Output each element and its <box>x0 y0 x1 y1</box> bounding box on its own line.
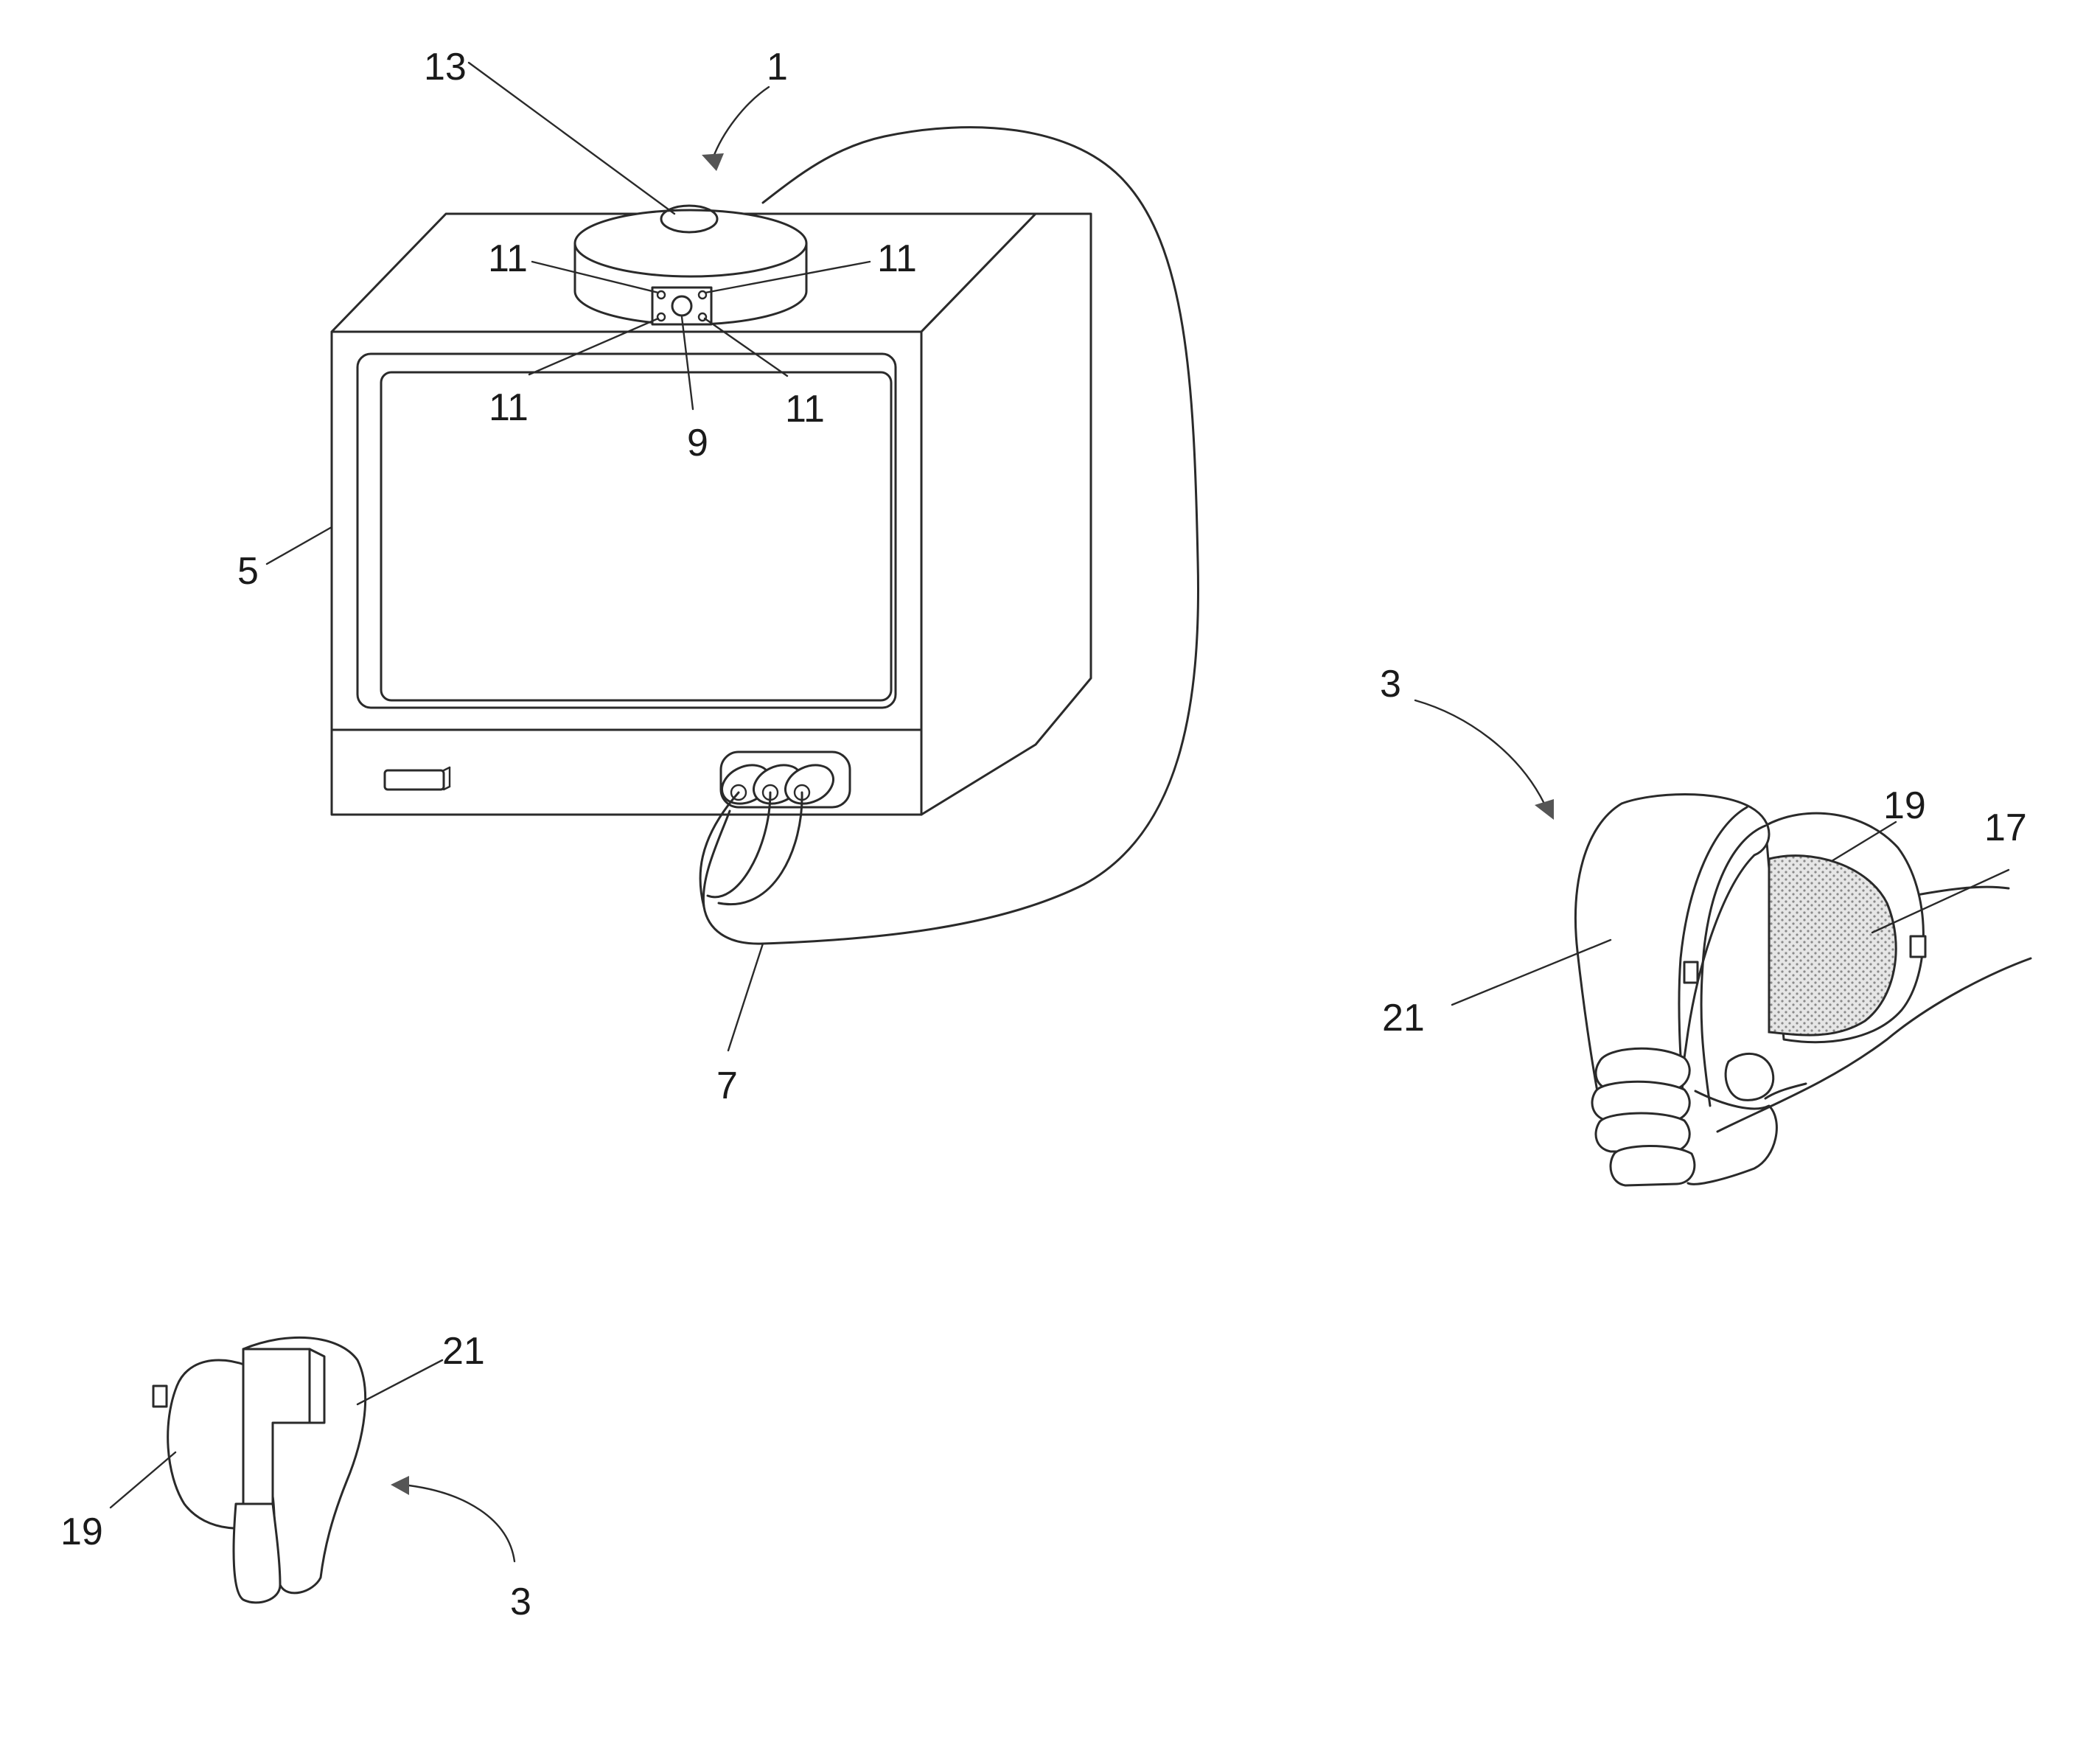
display-side-face <box>921 214 1091 815</box>
label-display: 5 <box>237 550 259 593</box>
side-tab-top <box>1911 936 1925 957</box>
label-light-b: 11 <box>877 237 917 280</box>
label-unit-top: 13 <box>424 46 467 88</box>
label-controller-bottom: 3 <box>510 1581 531 1623</box>
label-cover-top: 19 <box>1883 784 1926 827</box>
grip-notch <box>1684 962 1698 983</box>
label-light-a: 11 <box>488 237 528 280</box>
power-button <box>385 770 444 790</box>
label-cover-bottom: 19 <box>60 1511 103 1553</box>
arrow-controller-bottom <box>409 1485 514 1561</box>
controller-standalone <box>153 1337 366 1603</box>
label-cable: 7 <box>716 1065 738 1107</box>
side-tab-bottom <box>153 1386 167 1407</box>
label-target: 17 <box>1984 806 2027 849</box>
sensor-unit-top <box>575 210 806 276</box>
label-camera: 9 <box>687 422 708 464</box>
controller-in-hand <box>1576 795 2031 1186</box>
display-front-face <box>332 332 921 815</box>
arrow-controller-top <box>1415 700 1544 804</box>
label-body-bottom: 21 <box>442 1330 485 1373</box>
sensor-unit <box>575 206 806 324</box>
label-light-d: 11 <box>785 388 825 431</box>
label-light-c: 11 <box>489 386 529 429</box>
label-system: 1 <box>767 46 788 88</box>
handle-bottom <box>234 1504 280 1603</box>
arrow-system <box>713 87 769 158</box>
label-body-top: 21 <box>1382 997 1425 1039</box>
hand-fingers <box>1592 1048 1806 1185</box>
label-controller-top: 3 <box>1380 663 1401 705</box>
